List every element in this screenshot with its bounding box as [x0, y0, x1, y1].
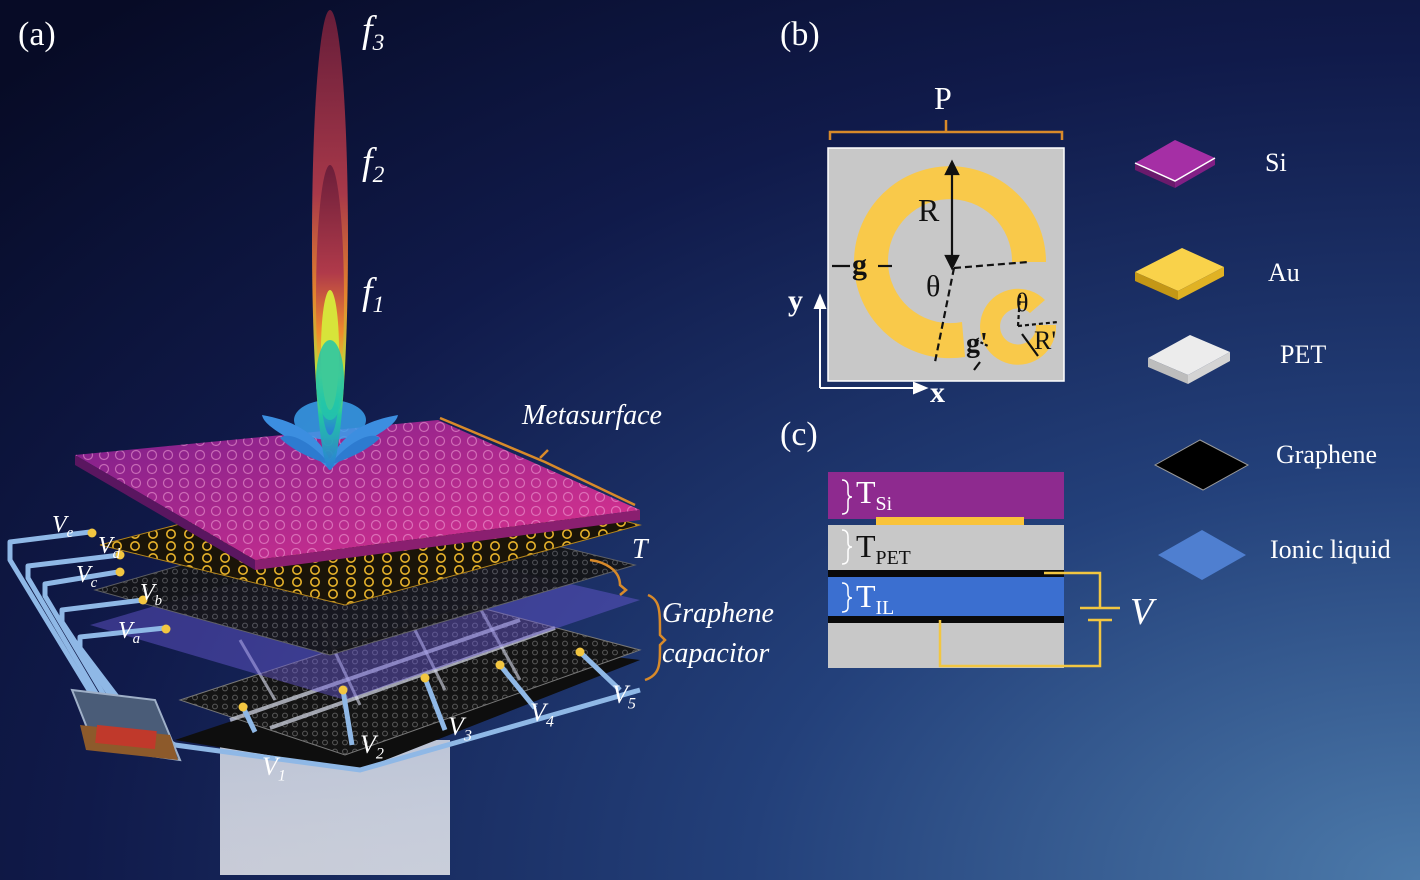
- voltage-circuit: [938, 571, 1120, 668]
- voltage-label-ve: Ve: [52, 512, 74, 542]
- legend-label-au: Au: [1268, 258, 1300, 287]
- freq-label-f2: f2: [362, 141, 385, 189]
- freq-label-f3: f3: [362, 9, 385, 57]
- t-label: T: [632, 534, 648, 565]
- angle-label-theta-small: θ: [1016, 288, 1029, 317]
- panel-label-c: (c): [780, 416, 818, 453]
- connection-dots: [87, 528, 585, 712]
- voltage-label-vb: Vb: [140, 580, 163, 610]
- dimension-lines: [832, 159, 1059, 371]
- axis-label-y: y: [788, 284, 803, 317]
- voltage-label-v4: V4: [530, 698, 554, 731]
- connector-box: [70, 688, 182, 762]
- thickness-label-si: TSi: [856, 474, 893, 515]
- voltage-label-v5: V5: [612, 680, 636, 713]
- metasurface-label: Metasurface: [522, 400, 662, 431]
- dimension-label-p: P: [934, 80, 952, 116]
- layer-au: [876, 517, 1024, 525]
- layer-ionic-liquid: [828, 577, 1064, 617]
- dimension-label-g-prime: g': [966, 328, 988, 359]
- axis-label-x: x: [930, 376, 945, 409]
- metasurface-side-front: [255, 510, 640, 570]
- layer-pet-bottom: [828, 623, 1064, 668]
- legend-label-si: Si: [1265, 148, 1287, 177]
- layer-pet-top: [828, 525, 1064, 571]
- panel-b-illustration: [813, 120, 1065, 395]
- layer-si: [828, 472, 1064, 519]
- angle-label-theta: θ: [926, 270, 941, 303]
- panel-a-illustration: [7, 10, 667, 875]
- graphene-capacitor-label-line1: Graphene: [662, 598, 774, 629]
- voltage-label-va: Va: [118, 618, 141, 648]
- voltage-label-vc: Vc: [76, 562, 98, 592]
- panel-label-b: (b): [780, 16, 820, 53]
- voltage-label-v: V: [1130, 591, 1154, 633]
- layer-graphene-top: [828, 570, 1064, 577]
- dimension-label-r: R: [918, 192, 940, 228]
- voltage-label-v3: V3: [448, 712, 472, 745]
- legend-swatch-si: [1134, 140, 1216, 188]
- brackets: [439, 416, 667, 682]
- large-split-ring: [854, 166, 1046, 359]
- bottom-electrode-stripes: [229, 618, 556, 730]
- dimension-label-g: g: [852, 248, 867, 281]
- legend-swatches: [1134, 140, 1250, 580]
- thickness-label-il: TIL: [856, 578, 895, 619]
- legend-label-pet: PET: [1280, 340, 1327, 369]
- p-bracket: [828, 120, 1064, 140]
- legend-swatch-au: [1135, 248, 1224, 300]
- thickness-braces: [841, 479, 853, 613]
- radiation-beams: [262, 10, 398, 470]
- legend-label-graphene: Graphene: [1276, 440, 1378, 469]
- legend-swatch-ionic-liquid: [1158, 530, 1246, 580]
- thickness-label-pet: TPET: [856, 528, 911, 569]
- metasurface-pattern: [75, 420, 640, 560]
- freq-label-f1: f1: [362, 271, 385, 319]
- small-split-ring: [980, 288, 1057, 365]
- dimension-label-r-prime: R': [1034, 326, 1057, 355]
- voltage-label-vd: Vd: [98, 533, 121, 563]
- legend-label-ionic-liquid: Ionic liquid: [1270, 535, 1391, 564]
- voltage-label-v2: V2: [360, 730, 384, 763]
- layer-graphene-bottom: [828, 616, 1064, 623]
- legend-swatch-graphene: [1153, 439, 1250, 491]
- column-voltage-wires: [174, 650, 641, 773]
- panel-label-a: (a): [18, 16, 56, 53]
- panel-c-illustration: [828, 472, 1120, 668]
- metasurface-side-left: [75, 455, 255, 570]
- legend-swatch-pet: [1148, 335, 1230, 384]
- voltage-label-v1: V1: [262, 752, 286, 785]
- axes: [813, 293, 929, 395]
- graphene-capacitor-label-line2: capacitor: [662, 638, 770, 669]
